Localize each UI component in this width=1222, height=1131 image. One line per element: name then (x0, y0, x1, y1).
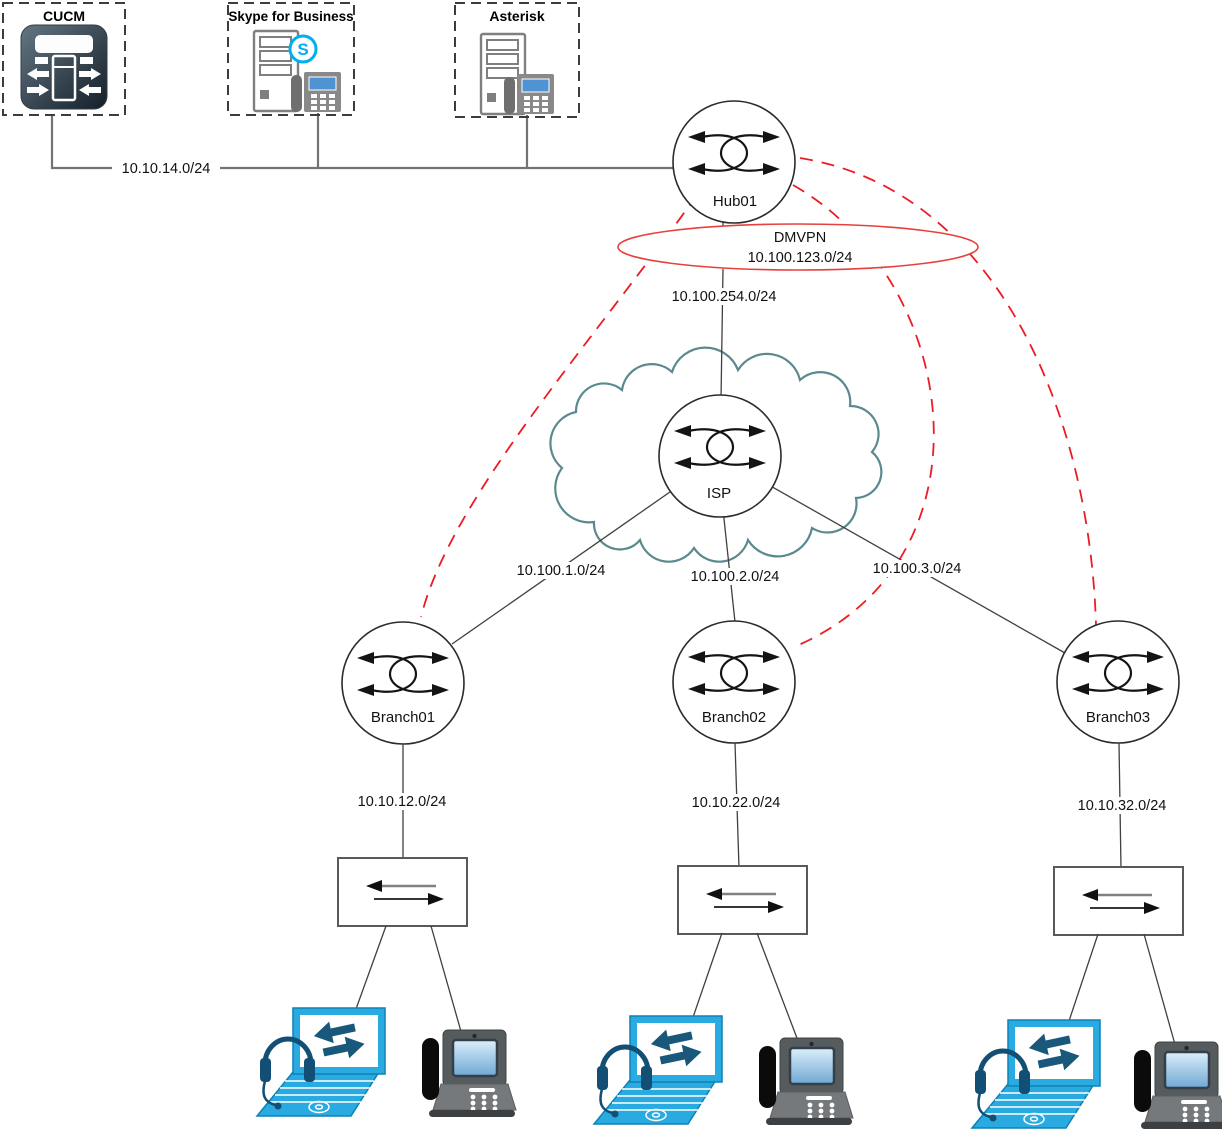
branch03-label: Branch03 (1086, 709, 1150, 726)
branch01-wan-subnet-label: 10.100.1.0/24 (517, 563, 606, 579)
cucm-icon (19, 23, 109, 111)
cucm-title: CUCM (43, 8, 85, 24)
link-switch01-phone (430, 925, 465, 1043)
isp-label: ISP (707, 485, 731, 502)
skype-title: Skype for Business (228, 9, 353, 24)
link-switch01-laptop (351, 925, 387, 1021)
skype-logo-letter: S (297, 40, 308, 59)
ip-phone-icon (420, 1028, 518, 1119)
skype-logo-icon (288, 34, 318, 64)
softphone-laptop-icon (257, 1008, 385, 1116)
asterisk-title: Asterisk (489, 8, 544, 24)
link-switch03-laptop (1065, 933, 1099, 1031)
branch02-switch-icon (676, 864, 809, 936)
link-switch02-phone (756, 932, 801, 1047)
branch01-switch-icon (336, 856, 469, 928)
dmvpn-cloud-ellipse (617, 223, 979, 271)
branch02-lan-subnet-label: 10.10.22.0/24 (692, 795, 781, 811)
branch03-switch-icon (1052, 865, 1185, 937)
hub-wan-subnet-label: 10.100.254.0/24 (672, 289, 777, 305)
branch02-label: Branch02 (702, 709, 766, 726)
ip-phone-icon (1132, 1040, 1222, 1131)
hub-label: Hub01 (713, 193, 757, 210)
voice-lan-bus (50, 114, 674, 170)
asterisk-box (454, 2, 580, 118)
skype-box (227, 2, 355, 116)
link-isp-branch01 (451, 477, 691, 645)
ip-phone-icon (503, 73, 555, 115)
branch02-wan-subnet-label: 10.100.2.0/24 (691, 569, 780, 585)
voice-lan-subnet-label: 10.10.14.0/24 (122, 161, 211, 177)
cucm-box (2, 2, 126, 116)
link-switch02-laptop (689, 932, 723, 1027)
ip-phone-icon (757, 1036, 855, 1127)
softphone-laptop-icon (594, 1016, 722, 1124)
softphone-laptop-icon (972, 1020, 1100, 1128)
branch03-lan-subnet-label: 10.10.32.0/24 (1078, 798, 1167, 814)
branch03-wan-subnet-label: 10.100.3.0/24 (873, 561, 962, 577)
branch01-lan-subnet-label: 10.10.12.0/24 (358, 794, 447, 810)
label-halo (686, 568, 784, 585)
branch01-label: Branch01 (371, 709, 435, 726)
dmvpn-tunnel-hub-branch03 (799, 157, 1097, 626)
label-halo (868, 560, 966, 577)
dmvpn-label: DMVPN (774, 230, 826, 246)
ip-phone-icon (290, 71, 342, 113)
link-switch03-phone (1143, 933, 1177, 1049)
label-halo (1073, 797, 1171, 814)
label-halo (512, 562, 610, 579)
label-halo (112, 160, 220, 177)
link-isp-branch02 (721, 499, 736, 623)
dmvpn-subnet-label: 10.100.123.0/24 (748, 250, 853, 266)
label-halo (353, 793, 451, 810)
label-halo (687, 794, 785, 811)
label-halo (666, 288, 782, 305)
